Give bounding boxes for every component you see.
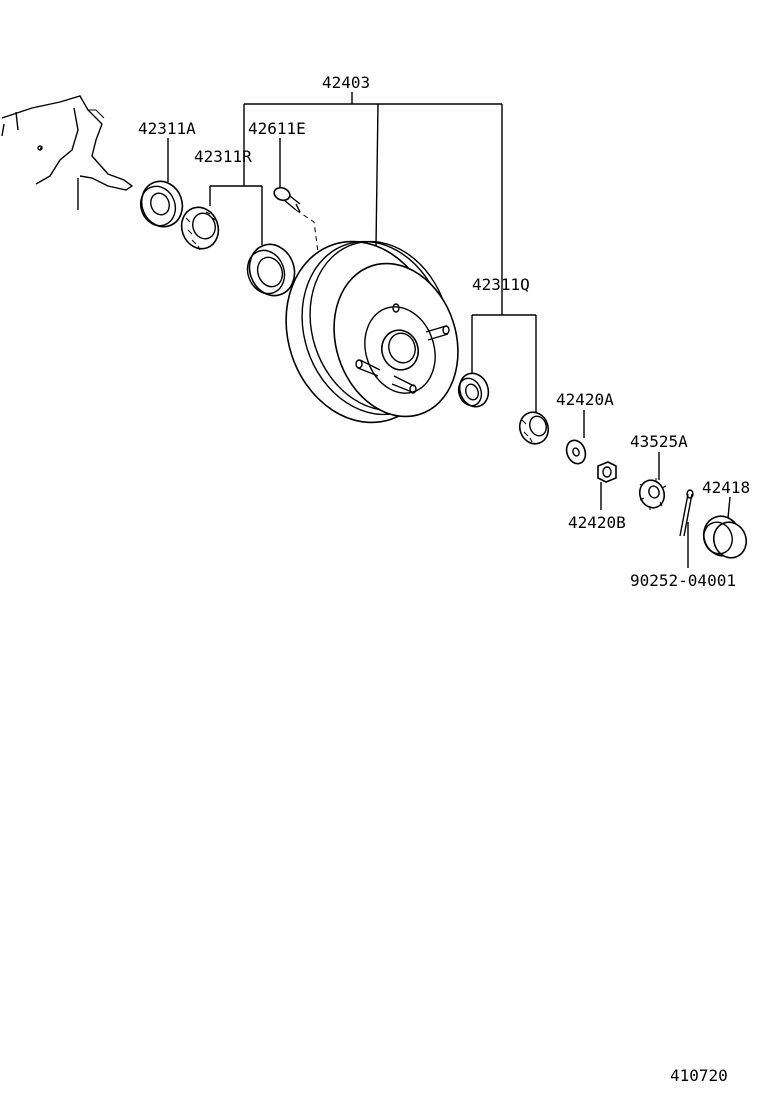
label-hub-nut: 42420B (568, 513, 626, 532)
outer-bearing-cup (457, 372, 490, 408)
label-outer-bearing-set: 42311Q (472, 275, 530, 294)
outer-cone-bearing (518, 411, 550, 445)
inner-bearing-cup (246, 243, 296, 297)
grease-cap (702, 515, 748, 559)
inner-bearing-seal (139, 180, 184, 228)
label-cotter-pin: 90252-04001 (630, 571, 736, 590)
label-nut-lock-cap: 43525A (630, 432, 688, 451)
label-inner-bearing-cup-set: 42311R (194, 147, 252, 166)
thrust-washer (565, 439, 587, 465)
spindle-bracket (1, 95, 134, 210)
inner-cone-bearing (180, 206, 220, 251)
hub-nut (597, 461, 617, 483)
leader-lines (167, 92, 731, 568)
label-thrust-washer: 42420A (556, 390, 614, 409)
hub-bolt (273, 186, 301, 213)
label-drum-assembly: 42403 (322, 73, 370, 92)
label-grease-cap: 42418 (702, 478, 750, 497)
label-oil-seal-bolt: 42611E (248, 119, 306, 138)
brake-drum (285, 240, 459, 424)
cotter-pin (679, 489, 694, 537)
figure-number: 410720 (670, 1066, 728, 1085)
nut-lock-cap (638, 478, 667, 510)
label-inner-bearing-set: 42311A (138, 119, 196, 138)
